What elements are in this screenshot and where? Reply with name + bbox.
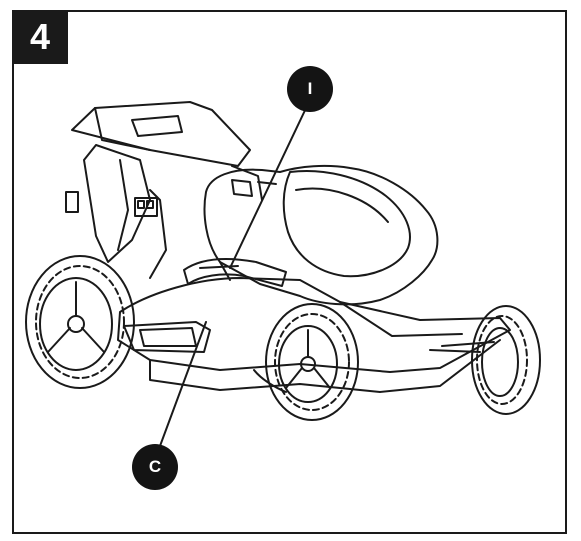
handle-and-bag [65, 101, 263, 279]
rear-right-wheel [253, 369, 287, 393]
front-left-wheel [265, 303, 359, 421]
callout-i-leader [229, 103, 309, 269]
mower-deck [117, 277, 511, 393]
step-number-badge: 4 [12, 10, 68, 64]
rear-discharge [123, 321, 211, 353]
rear-left-wheel [25, 255, 135, 389]
callout-c-leader [159, 321, 207, 447]
callout-i: I [287, 66, 333, 112]
motor-housing [203, 164, 439, 306]
callout-c: C [132, 444, 178, 490]
front-right-wheel [471, 305, 541, 415]
